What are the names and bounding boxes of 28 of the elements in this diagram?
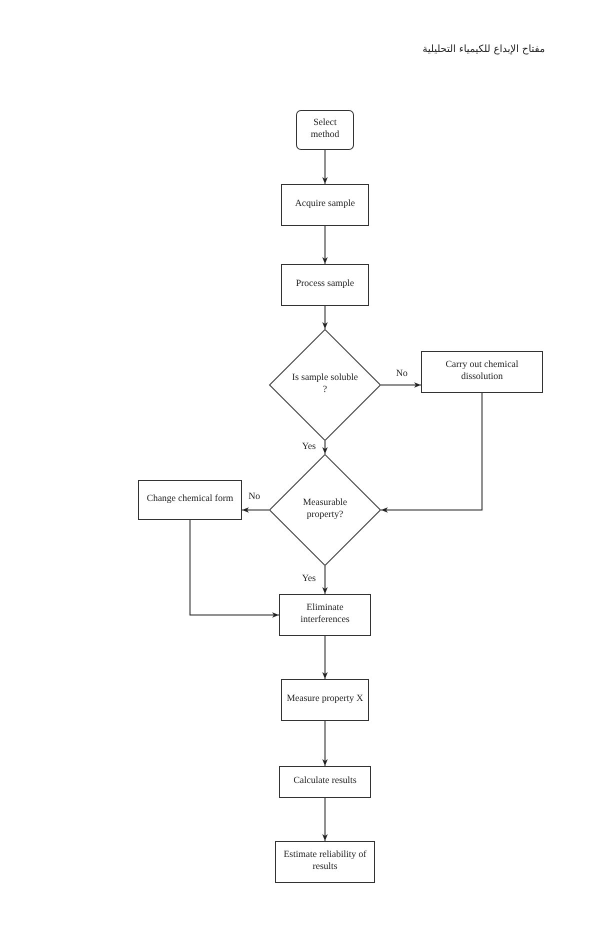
process-box: Eliminate interferences bbox=[279, 594, 371, 636]
arrow bbox=[242, 507, 270, 513]
process-box: Estimate reliability of results bbox=[275, 841, 375, 883]
arrow bbox=[322, 306, 328, 330]
edge-label: Yes bbox=[301, 442, 317, 452]
decision-diamond: Measurable property? bbox=[269, 454, 381, 566]
process-box: Acquire sample bbox=[281, 184, 369, 226]
edge-label: Yes bbox=[301, 574, 317, 584]
arrow bbox=[322, 150, 328, 184]
arrow bbox=[322, 440, 328, 454]
arrow bbox=[322, 226, 328, 264]
process-box: Carry out chemical dissolution bbox=[421, 351, 543, 393]
arrow bbox=[322, 566, 328, 594]
edge-label: No bbox=[248, 492, 262, 502]
arrow bbox=[380, 382, 422, 388]
arrow bbox=[190, 520, 280, 618]
process-box: Calculate results bbox=[279, 766, 371, 798]
arrow bbox=[322, 636, 328, 680]
page-heading: مفتاح الإبداع للكيمياء التحليلية bbox=[422, 44, 545, 55]
arrow bbox=[322, 798, 328, 842]
decision-diamond: Is sample soluble ? bbox=[269, 329, 381, 441]
process-box: Process sample bbox=[281, 264, 369, 306]
process-box: Change chemical form bbox=[138, 480, 242, 520]
process-box: Measure property X bbox=[281, 679, 369, 721]
edge-label: No bbox=[395, 369, 409, 379]
arrow bbox=[380, 392, 482, 513]
start-box: Select method bbox=[296, 110, 354, 150]
arrow bbox=[322, 720, 328, 766]
